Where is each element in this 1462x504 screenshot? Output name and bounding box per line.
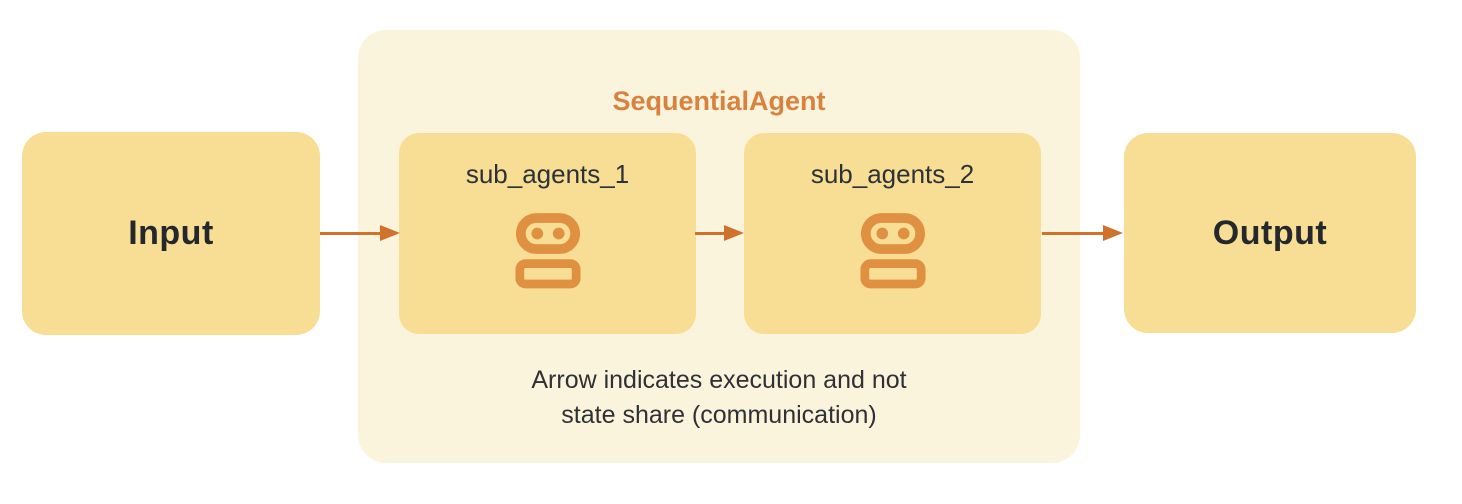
arrow-line [320,231,380,235]
arrow-right-icon [1103,225,1123,241]
sequential-agent-container: SequentialAgent sub_agents_1 sub_agents_… [358,30,1080,463]
output-node: Output [1124,133,1416,333]
execution-note: Arrow indicates execution and not state … [358,363,1080,433]
arrow-right-icon [724,225,744,241]
arrow-line [1042,231,1103,235]
input-label: Input [128,214,214,252]
robot-icon [514,213,581,289]
arrow-right-icon [380,225,400,241]
arrow-sub2-to-output [1042,224,1123,242]
execution-note-line-1: Arrow indicates execution and not [531,366,907,394]
arrow-sub1-to-sub2 [695,224,744,242]
sub-agent-1-label: sub_agents_1 [465,159,630,189]
output-label: Output [1212,213,1328,252]
sub-agent-2-label: sub_agents_2 [810,159,975,189]
input-node: Input [22,132,320,335]
sub-agent-1-node: sub_agents_1 [399,133,696,334]
robot-icon [859,213,926,289]
sequential-agent-title: SequentialAgent [612,86,826,116]
execution-note-line-2: state share (communication) [561,401,877,429]
arrow-line [695,231,724,235]
arrow-input-to-sub1 [320,224,400,242]
sub-agent-2-node: sub_agents_2 [744,133,1041,334]
